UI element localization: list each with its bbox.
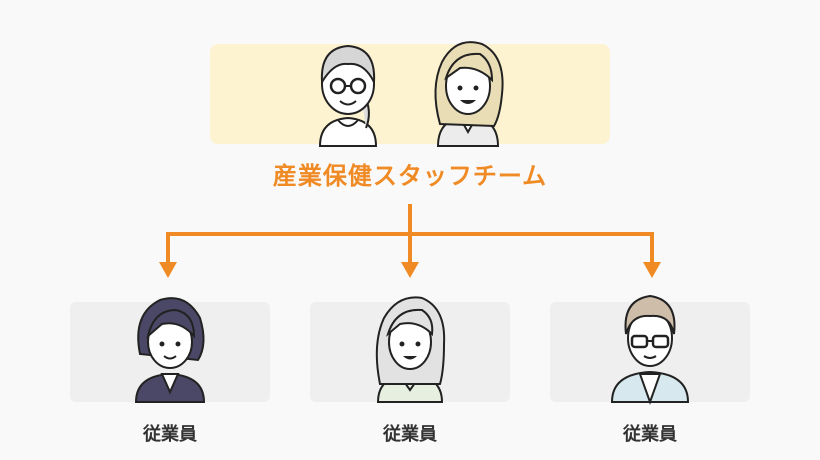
employee-icon	[610, 294, 690, 405]
employee-label: 従業員	[623, 424, 677, 445]
employee-label: 従業員	[383, 424, 437, 445]
employee-icon	[134, 297, 206, 403]
arrow-down-icon	[643, 262, 661, 278]
team-title: 産業保健スタッフチーム	[272, 162, 548, 190]
staff-member-icon	[318, 44, 378, 147]
staff-member-icon	[434, 41, 504, 147]
team-card	[210, 44, 610, 144]
arrow-down-icon	[401, 262, 419, 278]
employee-icon	[375, 296, 446, 403]
arrow-down-icon	[159, 262, 177, 278]
employee-label: 従業員	[143, 424, 197, 445]
